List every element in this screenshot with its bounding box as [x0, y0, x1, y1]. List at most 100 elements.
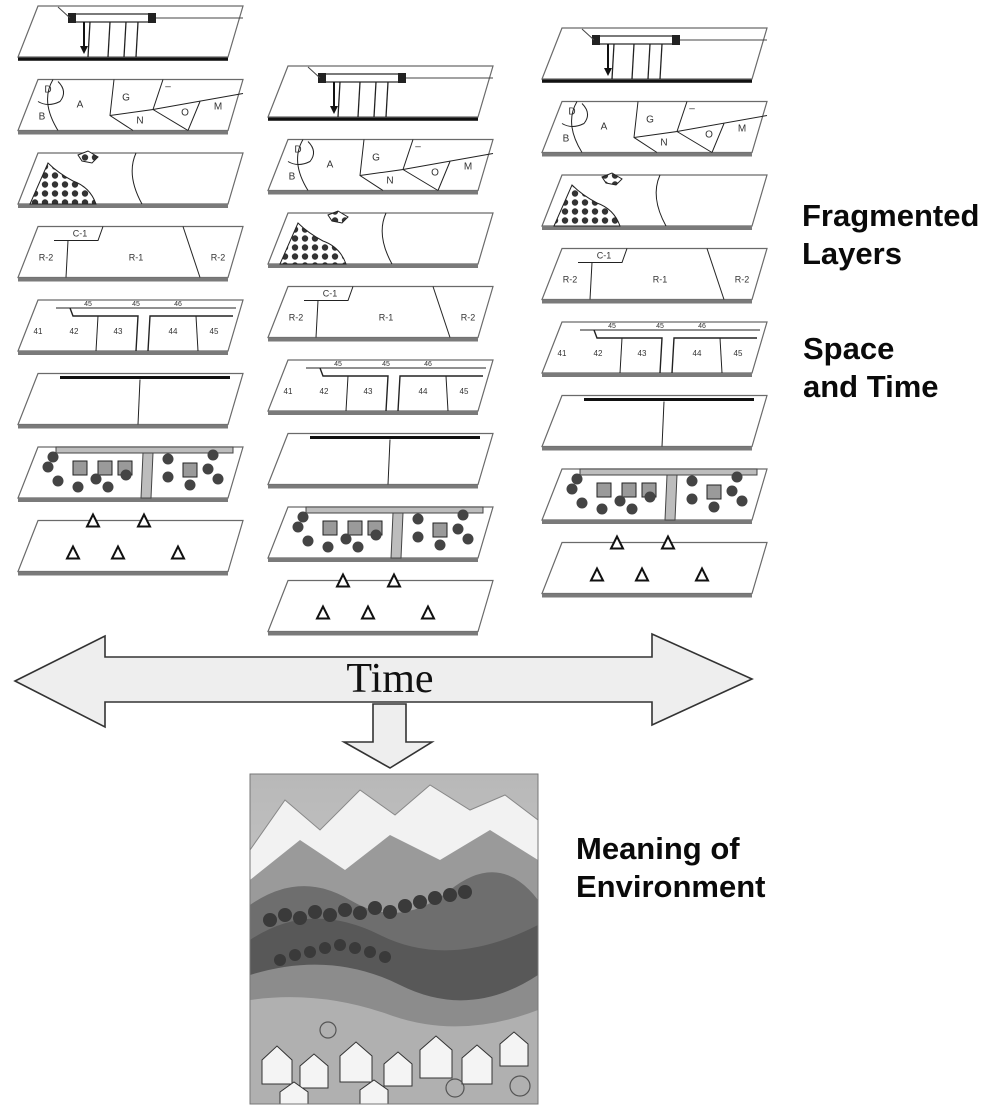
tree — [686, 493, 698, 505]
building — [182, 462, 198, 478]
down-arrow — [340, 703, 435, 769]
road — [140, 452, 154, 499]
layer-label: 45 — [382, 361, 390, 368]
layer-edge — [268, 190, 478, 195]
layer-label: D — [44, 85, 51, 96]
layer-label: 41 — [558, 349, 567, 358]
zone-boundary — [304, 286, 354, 301]
layer-edge — [18, 498, 228, 502]
road-line — [87, 21, 91, 58]
tree — [462, 533, 474, 545]
layer-slab — [541, 541, 768, 595]
layer-label: 41 — [284, 387, 293, 396]
layer-label: 45 — [608, 323, 616, 330]
tree — [412, 513, 424, 525]
tree — [686, 475, 698, 487]
layer-label: B — [289, 172, 296, 183]
tree — [571, 473, 583, 485]
tree — [102, 481, 114, 493]
region-boundary — [571, 101, 583, 153]
tree — [370, 529, 382, 541]
tree — [302, 535, 314, 547]
survey-point-icon — [315, 604, 331, 620]
parcel-line — [661, 401, 665, 447]
layer-label: C-1 — [73, 229, 88, 239]
survey-point-icon — [65, 544, 81, 560]
layer-label: 43 — [638, 349, 647, 358]
time-arrow — [13, 632, 754, 729]
layer-edge — [268, 337, 478, 342]
tree — [412, 531, 424, 543]
parcel-line — [147, 315, 233, 352]
parcel-line — [719, 337, 723, 374]
bridge-pier — [398, 73, 406, 83]
layer-label: 45 — [84, 301, 92, 308]
survey-point-icon — [335, 572, 351, 588]
tree — [731, 471, 743, 483]
region-boundary — [152, 93, 244, 110]
building — [347, 520, 363, 536]
layer-buildings — [541, 468, 768, 524]
building — [596, 482, 612, 498]
zone-boundary — [315, 300, 319, 338]
tree — [322, 541, 334, 553]
road-line — [647, 43, 651, 80]
painting-frame — [249, 773, 539, 1105]
layer-label: 45 — [334, 361, 342, 368]
region-boundary — [152, 109, 189, 131]
layer-slab — [541, 100, 768, 154]
layer-label: 43 — [364, 387, 373, 396]
layer-edge — [18, 130, 228, 135]
layer-label: 46 — [424, 361, 432, 368]
layer-label: R-2 — [39, 253, 54, 263]
flow-arrowhead — [604, 68, 612, 76]
layer-label: – — [165, 82, 171, 93]
layer-buildings — [267, 506, 494, 562]
layer-edge — [268, 558, 478, 562]
layer-points — [541, 534, 768, 598]
layer-label: M — [464, 162, 472, 173]
survey-point-icon — [136, 512, 152, 528]
building — [432, 522, 448, 538]
bridge-deck — [593, 35, 680, 45]
road-line — [107, 21, 111, 58]
layer-label: B — [563, 134, 570, 145]
survey-point-icon — [609, 534, 625, 550]
parcel-line — [95, 315, 99, 352]
layer-edge — [18, 204, 228, 208]
zone-boundary — [65, 240, 69, 278]
survey-point-icon — [360, 604, 376, 620]
stream-line — [655, 174, 667, 227]
layer-label: R-1 — [653, 275, 668, 285]
road-line — [631, 43, 635, 80]
flow-arrowhead — [330, 106, 338, 114]
layer-label: R-2 — [211, 253, 226, 263]
layer-label: R-2 — [289, 313, 304, 323]
layer-label: 44 — [693, 349, 702, 358]
forest-area — [553, 184, 621, 227]
layer-label: R-2 — [461, 313, 476, 323]
tree — [72, 481, 84, 493]
layer-edge — [18, 351, 228, 355]
layer-label: A — [327, 160, 334, 171]
region-boundary — [402, 153, 494, 170]
tree — [90, 473, 102, 485]
road — [579, 468, 758, 476]
tree — [644, 491, 656, 503]
parcel-line — [319, 367, 389, 412]
layer-label: – — [689, 104, 695, 115]
road-line — [357, 81, 361, 118]
survey-point-icon — [634, 566, 650, 582]
layer-edge — [542, 299, 752, 304]
layer-label: 46 — [698, 323, 706, 330]
region-boundary — [711, 123, 725, 153]
road — [55, 446, 234, 454]
road-line — [581, 28, 595, 41]
layer-label: 44 — [169, 327, 178, 336]
